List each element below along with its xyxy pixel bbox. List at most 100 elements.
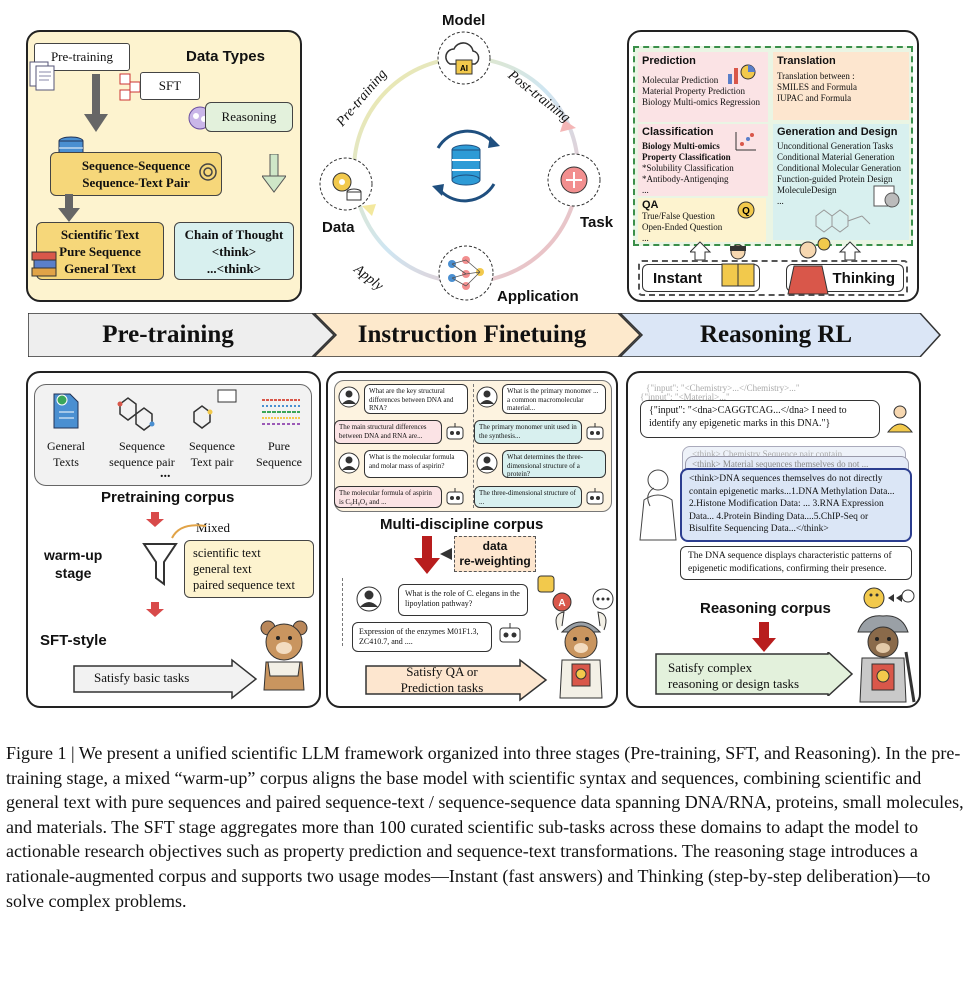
stage-instruction-finetuning: Instruction Finetuing: [357, 321, 587, 348]
generation-item-5: ...: [777, 196, 784, 206]
data-gears-icon: [319, 157, 373, 211]
satisfy-qa-label: Satisfy QA or Prediction tasks: [400, 664, 484, 695]
stage-reasoning-rl: Reasoning RL: [699, 321, 853, 348]
general-text: General Text: [64, 261, 136, 276]
red-down-arrow-1: [146, 512, 164, 527]
bear-basic-icon: [260, 620, 308, 691]
satisfy-arrow-2: [365, 658, 548, 702]
dark-red-down-arrow: [414, 536, 440, 574]
sft-style-label: SFT-style: [40, 632, 107, 649]
sft-tag: SFT: [140, 72, 200, 100]
cycle-task-label: Task: [580, 214, 614, 231]
classification-card: Classification Biology Multi-omics Prope…: [638, 124, 768, 196]
user-avatar-icon: [338, 452, 360, 474]
robot-icon: [446, 423, 464, 440]
red-down-arrow-2: [146, 602, 164, 617]
chat-q-0: What are the key structural differences …: [364, 384, 468, 414]
seq-pair-line1: Sequence-Sequence: [81, 158, 191, 173]
satisfy-arrow-1: [73, 658, 258, 700]
qa-badges-icon: A: [537, 575, 572, 612]
svg-text:Q: Q: [742, 206, 750, 217]
left-pointer-icon: [440, 548, 452, 560]
speech-ellipsis-icon: [592, 588, 614, 610]
user-person-icon: [886, 405, 914, 433]
cycle-data-label: Data: [322, 219, 355, 236]
mixed-curve-arrow: [171, 524, 207, 539]
cot-title: Chain of Thought: [184, 227, 284, 242]
prediction-item-0: Molecular Prediction: [642, 75, 719, 85]
input-bubble: {"input": "<dna>CAGGTCAG...</dna> I need…: [640, 400, 880, 438]
generation-title: Generation and Design: [777, 126, 898, 138]
pretraining-corpus-title: Pretraining corpus: [101, 489, 235, 506]
input-stack-back-1: {"input": "<Chemistry>...</Chemistry>...…: [646, 383, 800, 393]
bear-viking-icon: [555, 611, 607, 699]
classification-title: Classification: [642, 126, 714, 138]
prediction-item-1: Material Property Prediction: [642, 86, 745, 96]
multi-discipline-corpus-title: Multi-discipline corpus: [380, 516, 544, 533]
qa-title: QA: [642, 199, 659, 211]
cycle-application-label: Application: [497, 288, 579, 305]
translation-title: Translation: [777, 55, 836, 67]
prediction-item-2: Biology Multi-omics Regression: [642, 97, 760, 107]
corpus-types-box: [34, 384, 312, 486]
translation-item-1: SMILES and Formula: [777, 82, 857, 92]
chat-a-3: The three-dimensional structure of ...: [474, 486, 582, 508]
down-arrow-dark-icon: [58, 194, 80, 222]
task-brain-icon: [547, 153, 601, 207]
model-badge: AI: [460, 64, 468, 73]
books-icon: [31, 251, 57, 277]
user-avatar-icon: [476, 386, 498, 408]
qa-icon: Q: [737, 201, 755, 219]
thinker-silhouette-icon: [639, 469, 677, 541]
corpus-item-1: Sequence sequence pair: [109, 439, 175, 469]
satisfy-arrow-3: [655, 652, 854, 696]
corpus-ellipsis: ...: [160, 466, 171, 481]
qa-item-1: Open-Ended Question: [642, 222, 723, 232]
sequence-text-icon: [193, 389, 237, 429]
robot-icon: [446, 488, 464, 505]
corpus-item-3: Pure Sequence: [256, 439, 302, 469]
cot-think-close: ...<think>: [206, 261, 262, 276]
down-arrow-green-icon: [262, 154, 286, 193]
svg-text:A: A: [558, 598, 565, 609]
molecule-structure-icon: [815, 209, 871, 233]
cycle-model-label: Model: [442, 12, 486, 29]
pure-seq: Pure Sequence: [59, 244, 141, 259]
chart-pie-icon: [728, 64, 756, 84]
mixed-item-1: general text: [193, 562, 252, 576]
chat-q-1: What is the primary monomer ... a common…: [502, 384, 606, 414]
mode-dashed-frame: [638, 260, 908, 296]
mixed-item-0: scientific text: [193, 546, 261, 560]
qa-item-2: ...: [642, 233, 649, 243]
sci-text: Scientific Text: [60, 227, 140, 242]
prediction-title: Prediction: [642, 55, 696, 67]
center-database-sync-icon: [432, 129, 500, 203]
generation-item-3: Function-guided Protein Design: [777, 174, 893, 184]
corpus-item-0: General Texts: [47, 439, 85, 469]
sft-answer-bubble: Expression of the enzymes M01F1.3, ZC410…: [352, 622, 492, 652]
classification-item-0: Biology Multi-omics: [642, 141, 720, 151]
satisfy-complex-label: Satisfy complex reasoning or design task…: [668, 660, 800, 691]
robot-icon: [499, 623, 521, 643]
chat-q-2: What is the molecular formula and molar …: [364, 450, 468, 478]
think-back-text-1: <think> Chemistry Sequence pair contain: [692, 449, 843, 459]
classification-item-3: *Antibody-Antigenqing: [642, 174, 729, 184]
chat-q-3: What determines the three-dimensional st…: [502, 450, 606, 478]
application-network-icon: [438, 245, 494, 301]
chain-of-thought-box: Chain of Thought <think> ...<think>: [174, 222, 294, 280]
chat-a-1: The primary monomer unit used in the syn…: [474, 420, 582, 444]
protein-design-icon: [873, 185, 900, 208]
generation-item-0: Unconditional Generation Tasks: [777, 141, 894, 151]
mixed-text-box: scientific text general text paired sequ…: [184, 540, 314, 598]
scatter-icon: [735, 132, 756, 151]
sequence-pair-box: Sequence-Sequence Sequence-Text Pair: [50, 152, 222, 196]
generation-item-2: Conditional Molecular Generation: [777, 163, 901, 173]
mixed-item-2: paired sequence text: [193, 578, 296, 592]
data-types-title: Data Types: [186, 48, 265, 65]
data-reweighting-box: data re-weighting: [454, 536, 536, 572]
input-stack-back-2: {"input": "<Material>...": [640, 392, 730, 402]
translation-item-0: Translation between :: [777, 71, 855, 81]
sft-question-bubble: What is the role of C. elegans in the li…: [398, 584, 528, 616]
stage-chevrons: [28, 313, 942, 357]
target-icon: [199, 163, 217, 181]
